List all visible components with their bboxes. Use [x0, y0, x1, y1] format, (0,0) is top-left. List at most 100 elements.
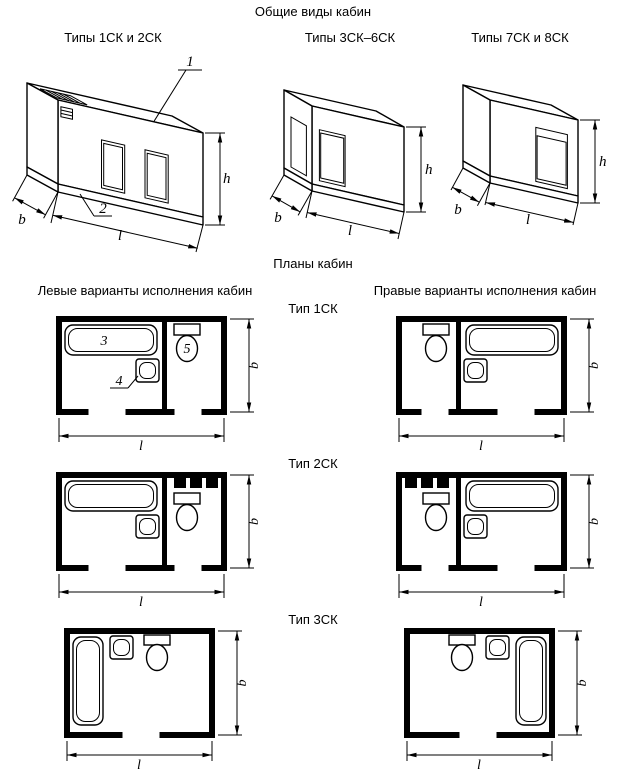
dimension-h: h [205, 132, 231, 226]
dimension-l: l [406, 741, 553, 771]
dim-length-label: l [139, 439, 143, 454]
plan-2sk-right: b l [396, 472, 602, 610]
door-shape-side [290, 116, 307, 177]
toilet-shape [422, 323, 450, 363]
dimension-b: b [269, 174, 313, 226]
bathtub-shape [72, 636, 104, 726]
washbasin-shape [463, 514, 488, 539]
vent-block-shape [174, 478, 218, 488]
callout-5: 5 [184, 342, 191, 357]
dim-depth-label: b [274, 210, 282, 226]
bathtub-shape [64, 480, 158, 512]
cabin-box [283, 89, 405, 213]
dimension-l: l [484, 182, 579, 228]
dim-length-label: l [139, 595, 143, 610]
washbasin-shape [463, 358, 488, 383]
dimension-l: l [66, 741, 213, 771]
room-mirrored [396, 472, 567, 574]
dimension-b: b [570, 474, 602, 569]
washbasin-shape [135, 358, 160, 383]
dim-height-label: h [425, 162, 433, 178]
dimension-l: l [398, 418, 565, 454]
svg-text:1: 1 [186, 54, 194, 70]
room-mirrored [396, 316, 567, 418]
washbasin-shape [109, 635, 134, 660]
door-shape-front [535, 126, 568, 190]
washbasin-shape [135, 514, 160, 539]
dim-height-label: h [599, 154, 607, 170]
dim-length-label: l [479, 439, 483, 454]
right-column-header: Правые варианты исполнения кабин [373, 283, 597, 298]
room-mirrored [404, 628, 555, 741]
bathtub-shape [465, 324, 559, 356]
dimension-b: b [558, 630, 590, 736]
toilet-shape [448, 634, 476, 672]
partition-wall [456, 478, 461, 565]
callout-3: 3 [100, 334, 108, 349]
dimension-l: l [58, 574, 225, 610]
dimension-b: b [570, 318, 602, 413]
dimension-b: b [450, 167, 491, 218]
dim-depth-label: b [235, 680, 250, 687]
vent-block-shape [405, 478, 449, 488]
bathtub-shape [465, 480, 559, 512]
door-shape-front [318, 129, 346, 188]
view-label-2: Типы 3СК–6СК [304, 30, 396, 45]
dimension-l: l [50, 191, 204, 253]
dim-depth-label: b [247, 518, 262, 525]
dim-depth-label: b [587, 518, 602, 525]
bathtub-shape [515, 636, 547, 726]
dim-length-label: l [526, 212, 530, 228]
type-label-2sk: Тип 2СК [288, 456, 338, 471]
plan-2sk-left: b l [56, 472, 262, 610]
dim-depth-label: b [587, 362, 602, 369]
cabin-view-1: 1 2 h b l [12, 54, 231, 253]
dimension-b: b [12, 174, 59, 228]
dimension-b: b [218, 630, 250, 736]
cabin-box [462, 84, 579, 204]
dim-length-label: l [477, 758, 481, 771]
toilet-shape [173, 492, 201, 532]
plan-1sk-left: 3 4 5 b l [56, 316, 262, 454]
cabin-view-3: h b l [450, 84, 607, 228]
main-title: Общие виды кабин [254, 4, 372, 19]
left-column-header: Левые варианты исполнения кабин [37, 283, 253, 298]
svg-text:2: 2 [99, 201, 107, 217]
partition-wall [162, 322, 167, 409]
dimension-h: h [580, 119, 607, 204]
dim-depth-label: b [247, 362, 262, 369]
dim-length-label: l [479, 595, 483, 610]
cabin-view-2: h b l [269, 89, 433, 240]
plan-3sk-left: b l [64, 628, 250, 771]
dimension-h: h [406, 126, 433, 213]
callout-4: 4 [110, 374, 139, 389]
plans-title: Планы кабин [273, 256, 353, 271]
panel-plate-shape [60, 106, 73, 120]
dim-length-label: l [348, 223, 352, 239]
view-label-3: Типы 7СК и 8СК [471, 30, 569, 45]
view-label-1: Типы 1СК и 2СК [64, 30, 162, 45]
washbasin-shape [485, 635, 510, 660]
dimension-l: l [398, 574, 565, 610]
toilet-shape [173, 323, 201, 363]
plan-3sk-right: b l [404, 628, 590, 771]
plan-1sk-right: b l [396, 316, 602, 454]
door-shape-right [144, 149, 169, 204]
dim-depth-label: b [454, 202, 462, 218]
dim-height-label: h [223, 171, 231, 187]
svg-text:4: 4 [116, 374, 123, 389]
dim-depth-label: b [575, 680, 590, 687]
bathtub-shape [64, 324, 158, 356]
type-label-3sk: Тип 3СК [288, 612, 338, 627]
cabin-box [26, 82, 204, 226]
type-label-1sk: Тип 1СК [288, 301, 338, 316]
dim-length-label: l [118, 228, 122, 244]
dimension-b: b [230, 474, 262, 569]
partition-wall [456, 322, 461, 409]
door-shape-left [101, 139, 126, 194]
dim-length-label: l [137, 758, 141, 771]
dim-depth-label: b [18, 212, 26, 228]
dimension-l: l [305, 190, 405, 240]
vent-grille-shape [39, 88, 88, 106]
partition-wall [162, 478, 167, 565]
